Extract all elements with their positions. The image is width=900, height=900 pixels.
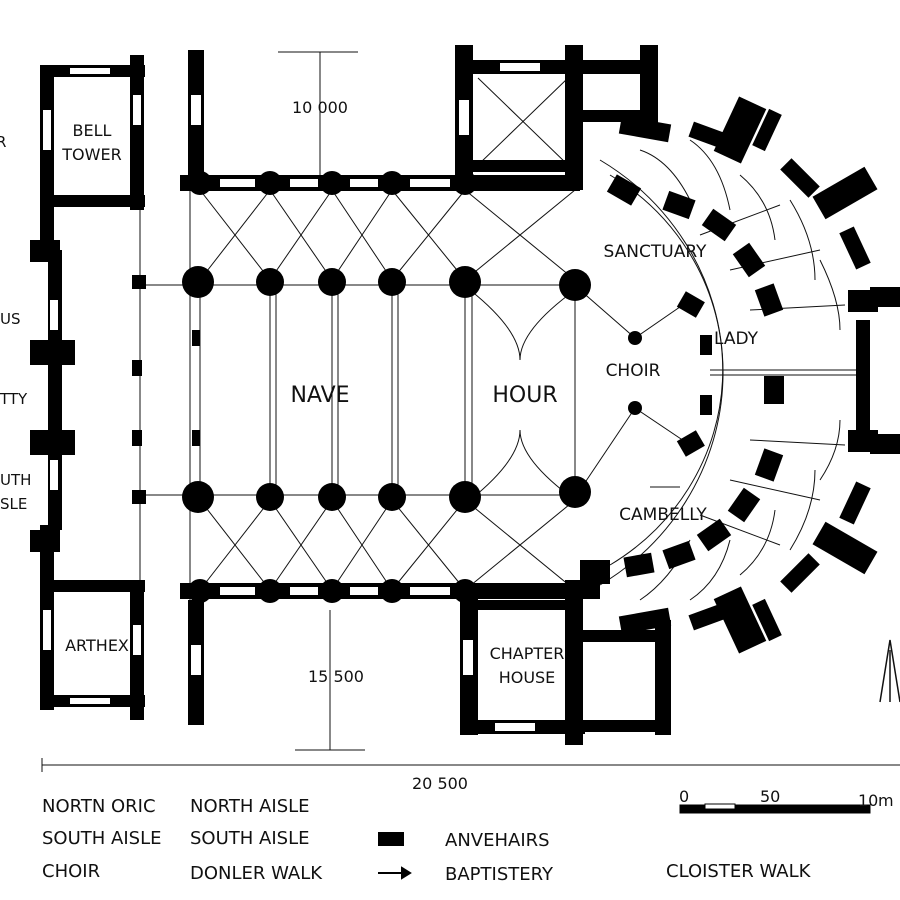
scale-unit: m xyxy=(878,791,894,810)
legend-item: NORTN ORIC xyxy=(42,796,156,817)
wall-openings xyxy=(43,63,540,731)
legend-item: SOUTH AISLE xyxy=(190,828,310,849)
choir-label: CHOIR xyxy=(606,361,661,381)
legend-item: NORTH AISLE xyxy=(190,796,310,817)
lady-label: LADY xyxy=(714,329,759,349)
legend-item: BAPTISTERY xyxy=(445,864,553,885)
sanctuary-label: SANCTUARY xyxy=(604,242,708,262)
legend-item: DONLER WALK xyxy=(190,863,323,884)
legend-item: CHOIR xyxy=(42,861,101,882)
nave-label: NAVE xyxy=(290,383,349,408)
dimension-overall: 20 500 xyxy=(412,774,468,793)
left-cut-label-r: R xyxy=(0,133,6,151)
left-cut-label-3: UTH xyxy=(0,471,31,489)
left-cut-label-4: SLE xyxy=(0,495,27,513)
left-cut-label-2: TTY xyxy=(0,390,28,408)
chapter-house-label-1: CHAPTER xyxy=(490,644,565,663)
scale-bar xyxy=(679,803,871,814)
arthex-label: ARTHEX xyxy=(65,636,129,655)
legend-swatch-anvehairs xyxy=(378,832,404,846)
scale-tick-10: 10 xyxy=(858,791,878,810)
legend-item: CLOISTER WALK xyxy=(666,861,811,882)
bell-tower-label-2: TOWER xyxy=(61,145,121,164)
left-cut-label-1: US xyxy=(0,310,21,328)
dimension-bottom: 15 500 xyxy=(308,667,364,686)
north-arrow xyxy=(879,639,900,703)
hour-label: HOUR xyxy=(492,383,557,408)
legend-item: SOUTH AISLE xyxy=(42,828,162,849)
scale-tick-50: 50 xyxy=(760,787,780,806)
cambelly-label: CAMBELLY xyxy=(619,505,707,525)
legend-arrow-icon xyxy=(378,866,412,880)
chapter-house-label-2: HOUSE xyxy=(499,668,556,687)
scale-tick-0: 0 xyxy=(679,787,689,806)
bell-tower-label-1: BELL xyxy=(73,121,112,140)
legend-item: ANVEHAIRS xyxy=(445,830,550,851)
dimension-top: 10 000 xyxy=(292,98,348,117)
walls xyxy=(30,45,900,745)
